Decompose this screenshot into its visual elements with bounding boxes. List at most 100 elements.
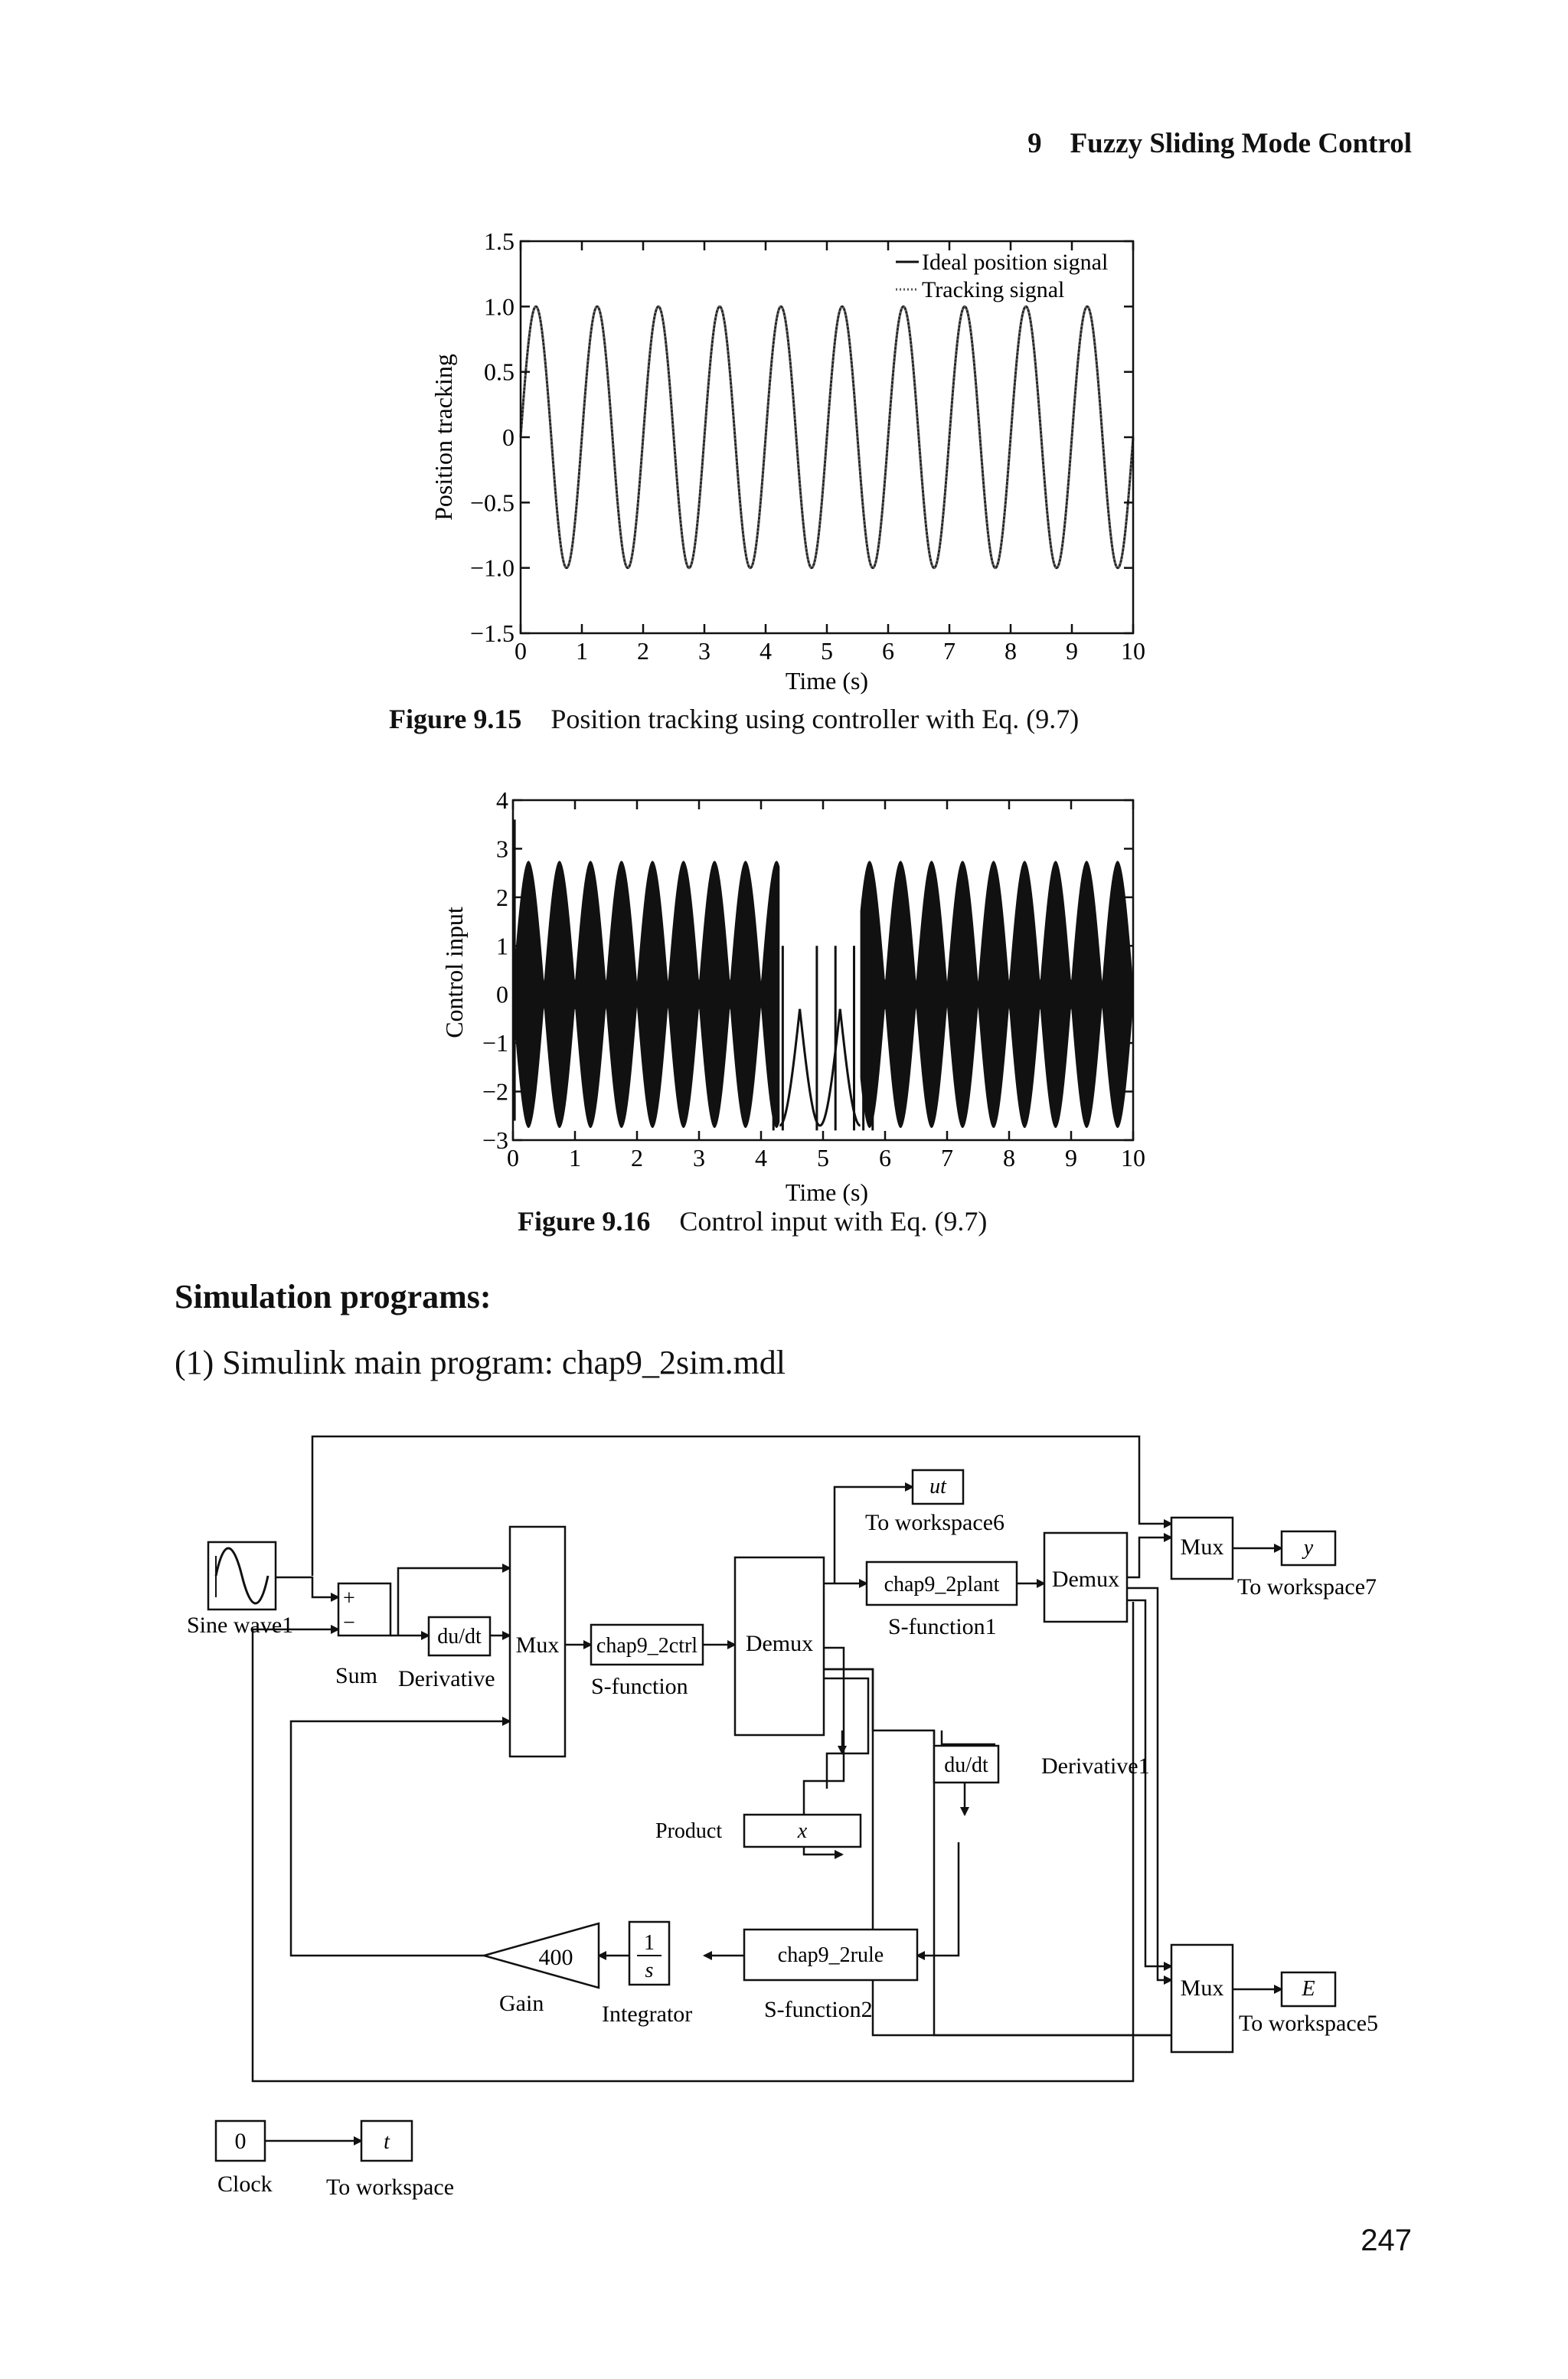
x-tick-label: 1 [576,637,588,665]
x-tick-label: 1 [569,1144,581,1172]
x-tick-label: 7 [941,1144,953,1172]
derivative1-block: du/dt Derivative1 [933,1744,1150,1784]
running-header: 9 Fuzzy Sliding Mode Control [842,127,1412,160]
ut-workspace-block: ut To workspace6 [865,1469,1004,1535]
svg-text:chap9_2rule: chap9_2rule [778,1943,884,1967]
x-tick-label: 6 [879,1144,891,1172]
mux3-block: Mux [1170,1943,1234,2054]
svg-text:du/dt: du/dt [944,1753,988,1777]
clock-block: 0 Clock [214,2119,273,2197]
svg-text:Demux: Demux [746,1631,813,1656]
y-tick-label: 0 [502,423,514,451]
ctrl-s-function-block: chap9_2ctrl S-function [590,1623,704,1699]
derivative-label: Derivative [398,1666,495,1691]
y-tick-label: 1 [496,932,508,959]
plot-frame [511,799,1135,1142]
svg-text:chap9_2ctrl: chap9_2ctrl [596,1634,697,1658]
mux-block: Mux [508,1525,567,1758]
t-label: To workspace [326,2175,454,2200]
ctrl-label: S-function [591,1674,688,1699]
svg-text:du/dt: du/dt [437,1625,482,1649]
section-title: Simulation programs: [175,1278,492,1315]
svg-text:Mux: Mux [1181,1975,1224,2001]
control-input-band [513,861,780,1129]
sine-wave-block: Sine wave1 [187,1541,293,1638]
product-label: Product [655,1819,722,1843]
sine-label: Sine wave1 [187,1613,293,1638]
svg-text:chap9_2plant: chap9_2plant [884,1573,1000,1596]
svg-text:t: t [384,2130,390,2154]
simulink-diagram: Sine wave1 + − Sum du/dt Derivative Mux … [187,1435,1378,2200]
gain-label: Gain [499,1991,544,2016]
y-tick-label: −3 [482,1126,508,1154]
svg-text:s: s [645,1959,654,1982]
sum-block: + − Sum [335,1582,392,1688]
x-tick-label: 8 [1004,637,1017,665]
rule-s-function-block: chap9_2rule S-function2 [743,1928,919,2022]
x-tick-label: 3 [693,1144,705,1172]
x-tick-label: 0 [514,637,527,665]
x-tick-label: 2 [631,1144,643,1172]
program-line: (1) Simulink main program: chap9_2sim.md… [175,1344,786,1381]
y-tick-label: 4 [496,786,508,814]
integrator-label: Integrator [602,2002,692,2027]
y-axis-label: Position tracking [430,354,457,521]
y-tick-label: 1.5 [484,227,514,255]
svg-text:−: − [343,1611,355,1635]
ut-label: To workspace6 [865,1510,1004,1535]
y-tick-label: −0.5 [470,489,514,516]
derivative-block: du/dt Derivative [398,1616,495,1691]
caption-text: Position tracking using controller with … [550,704,1080,734]
svg-text:0: 0 [235,2129,247,2154]
mux2-block: Mux [1170,1516,1234,1580]
x-tick-label: 5 [817,1144,829,1172]
clock-label: Clock [217,2171,273,2197]
x-axis-label: Time (s) [786,1178,868,1206]
caption-label: Figure 9.16 [518,1206,651,1237]
legend-label-ideal: Ideal position signal [922,250,1108,275]
x-tick-label: 10 [1121,1144,1145,1172]
y-axis-label: Control input [440,907,468,1038]
page-number: 247 [1361,2224,1412,2257]
svg-text:ut: ut [929,1475,947,1498]
chapter-title: Fuzzy Sliding Mode Control [1070,128,1412,159]
chapter-number: 9 [1027,128,1042,159]
derivative1-label: Derivative1 [1041,1753,1150,1779]
series-tracking [519,306,1135,569]
gain-block: 400 Gain [480,1922,600,2016]
svg-text:400: 400 [539,1945,573,1970]
y-tick-label: 0 [496,981,508,1008]
caption-text: Control input with Eq. (9.7) [679,1206,988,1237]
x-tick-label: 8 [1003,1144,1015,1172]
x-tick-label: 7 [943,637,956,665]
demux-block: Demux [733,1556,825,1737]
svg-text:Demux: Demux [1052,1567,1119,1592]
y-label: To workspace7 [1237,1574,1377,1600]
figure-9-16-caption: Figure 9.16 Control input with Eq. (9.7) [518,1205,987,1237]
y-tick-label: −1.0 [470,554,514,582]
e-workspace-block: E To workspace5 [1239,1971,1378,2036]
x-tick-label: 4 [760,637,772,665]
y-tick-label: −2 [482,1078,508,1106]
svg-text:y: y [1302,1536,1314,1560]
x-tick-label: 6 [882,637,894,665]
legend-label-tracking: Tracking signal [922,277,1064,302]
x-tick-label: 5 [821,637,833,665]
x-axis-label: Time (s) [786,667,868,694]
plant-s-function-block: chap9_2plant S-function1 [865,1560,1018,1639]
plant-label: S-function1 [888,1614,997,1639]
y-workspace-block: y To workspace7 [1237,1530,1377,1600]
control-input-quiet-curve [779,1008,861,1127]
legend: Ideal position signal Tracking signal [896,250,1108,302]
x-tick-label: 10 [1121,637,1145,665]
y-tick-label: −1.5 [470,619,514,647]
control-input-band [860,861,1133,1129]
x-tick-label: 9 [1066,637,1078,665]
x-tick-label: 2 [637,637,649,665]
y-tick-label: 2 [496,884,508,911]
y-tick-label: −1 [482,1029,508,1057]
e-label: To workspace5 [1239,2011,1378,2036]
